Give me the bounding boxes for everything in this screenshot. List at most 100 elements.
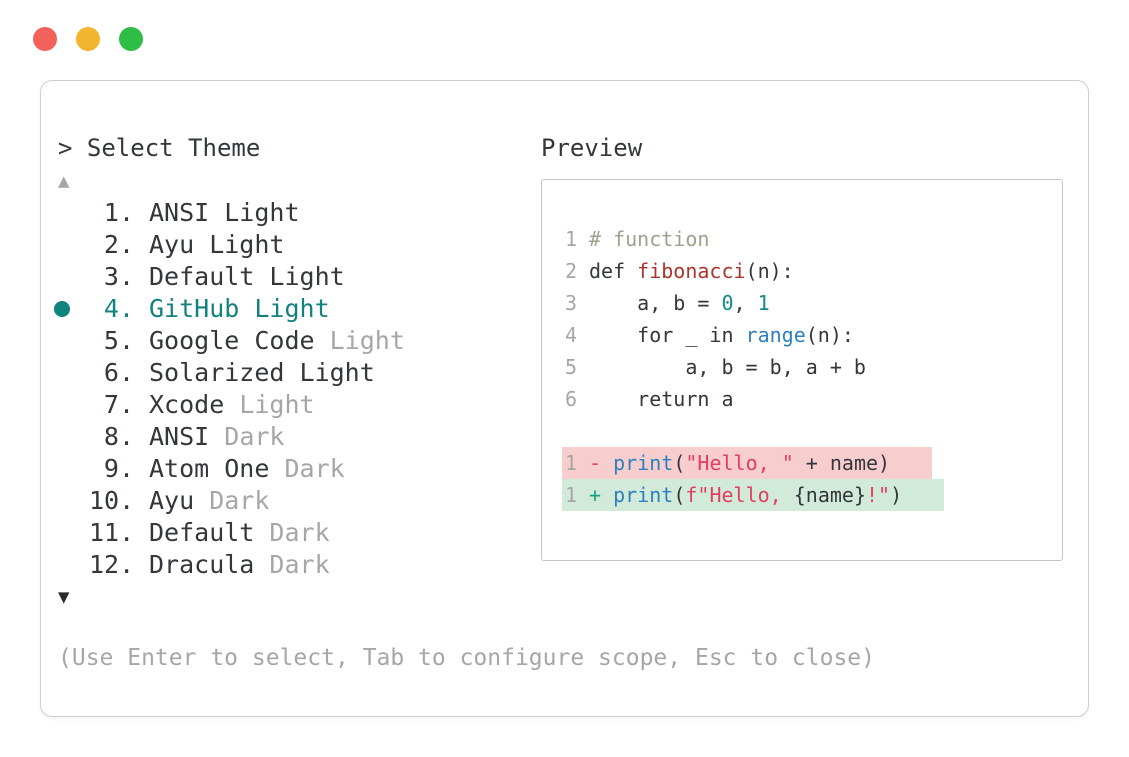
picker-title: > Select Theme bbox=[58, 134, 261, 162]
theme-list-item-solarized-light[interactable]: 6. Solarized Light bbox=[46, 357, 405, 389]
line-number: 1 bbox=[565, 483, 578, 507]
theme-name: Ayu Light bbox=[149, 230, 285, 259]
code-token: a, b = b, a + b bbox=[589, 355, 866, 379]
theme-list-item-ansi-light[interactable]: 1.ANSI Light bbox=[46, 197, 405, 229]
code-line: 6 return a bbox=[565, 383, 1062, 415]
code-token: (n): bbox=[745, 259, 794, 283]
preview-label: Preview bbox=[541, 134, 643, 162]
theme-name: Solarized Light bbox=[149, 358, 375, 387]
maximize-button[interactable] bbox=[119, 27, 143, 51]
code-token: "Hello, " bbox=[685, 451, 794, 475]
code-token: ) bbox=[890, 483, 903, 507]
code-token: # function bbox=[589, 227, 710, 251]
code-token: print bbox=[613, 483, 674, 507]
code-line: 3 a, b = 0, 1 bbox=[565, 287, 1062, 319]
theme-name: Default bbox=[149, 518, 255, 547]
theme-name-muted: Dark bbox=[254, 518, 330, 547]
code-token: {name} bbox=[793, 483, 866, 507]
theme-name: Google Code bbox=[149, 326, 315, 355]
theme-name-muted: Dark bbox=[209, 422, 285, 451]
theme-name: ANSI bbox=[149, 422, 210, 451]
line-number: 4 bbox=[565, 323, 578, 347]
theme-number: 11. bbox=[89, 518, 135, 547]
code-line: 4 for _ in range(n): bbox=[565, 319, 1062, 351]
theme-number: 8. bbox=[103, 422, 134, 451]
selected-bullet-icon bbox=[46, 293, 89, 325]
line-number: 3 bbox=[565, 291, 578, 315]
code-token: 0 bbox=[721, 291, 734, 315]
line-number: 6 bbox=[565, 387, 578, 411]
code-token: ( bbox=[673, 451, 686, 475]
theme-number: 10. bbox=[89, 486, 135, 515]
theme-list-item-xcode[interactable]: 7.Xcode Light bbox=[46, 389, 405, 421]
bullet-spacer bbox=[46, 197, 89, 229]
theme-list-item-default[interactable]: 11. Default Dark bbox=[46, 517, 405, 549]
theme-name-muted: Dark bbox=[194, 486, 270, 515]
code-line: 1 # function bbox=[565, 223, 1062, 255]
theme-number: 7. bbox=[103, 390, 134, 419]
bullet-spacer bbox=[46, 389, 89, 421]
code-token: - bbox=[589, 451, 614, 475]
code-token: !" bbox=[865, 483, 891, 507]
code-token: range bbox=[745, 323, 806, 347]
theme-name: Atom One bbox=[149, 454, 270, 483]
line-number: 5 bbox=[565, 355, 578, 379]
minimize-button[interactable] bbox=[76, 27, 100, 51]
theme-name: Default Light bbox=[149, 262, 345, 291]
theme-list-item-google-code[interactable]: 5.Google Code Light bbox=[46, 325, 405, 357]
bullet-spacer bbox=[46, 549, 89, 581]
bullet-spacer bbox=[46, 325, 89, 357]
theme-list-item-default-light[interactable]: 3. Default Light bbox=[46, 261, 405, 293]
diff-added-line: 1+ print(f"Hello, {name}!") bbox=[562, 479, 945, 511]
close-button[interactable] bbox=[33, 27, 57, 51]
theme-name: ANSI Light bbox=[149, 198, 300, 227]
window-traffic-lights bbox=[33, 27, 162, 55]
bullet-spacer bbox=[46, 453, 89, 485]
theme-number: 6. bbox=[103, 358, 134, 387]
theme-number: 9. bbox=[103, 454, 134, 483]
theme-name: Xcode bbox=[149, 390, 225, 419]
theme-number: 12. bbox=[89, 550, 135, 579]
code-token: + bbox=[589, 483, 614, 507]
theme-name: Ayu bbox=[149, 486, 195, 515]
theme-list-item-ayu[interactable]: 10. Ayu Dark bbox=[46, 485, 405, 517]
theme-name-muted: Dark bbox=[254, 550, 330, 579]
theme-number: 3. bbox=[103, 262, 134, 291]
theme-list-item-ansi[interactable]: 8. ANSI Dark bbox=[46, 421, 405, 453]
bullet-spacer bbox=[46, 261, 89, 293]
theme-number: 5. bbox=[103, 326, 134, 355]
theme-list-item-github-light[interactable]: 4.GitHub Light bbox=[46, 293, 405, 325]
keyboard-hints: (Use Enter to select, Tab to configure s… bbox=[58, 645, 875, 671]
theme-list-item-ayu-light[interactable]: 2. Ayu Light bbox=[46, 229, 405, 261]
diff-removed-line: 1- print("Hello, " + name) bbox=[562, 447, 933, 479]
line-number: 1 bbox=[565, 451, 578, 475]
theme-number: 4. bbox=[103, 294, 134, 323]
code-token: a, b = bbox=[589, 291, 722, 315]
theme-name-muted: Dark bbox=[269, 454, 345, 483]
bullet-spacer bbox=[46, 485, 89, 517]
code-token: + name) bbox=[793, 451, 891, 475]
scroll-down-arrow-icon[interactable]: ▼ bbox=[58, 586, 70, 608]
code-token: print bbox=[613, 451, 674, 475]
line-number: 1 bbox=[565, 227, 578, 251]
line-number: 2 bbox=[565, 259, 578, 283]
bullet-spacer bbox=[46, 357, 89, 389]
theme-list-item-dracula[interactable]: 12. Dracula Dark bbox=[46, 549, 405, 581]
theme-name: Dracula bbox=[149, 550, 255, 579]
code-token: (n): bbox=[805, 323, 854, 347]
code-line: 5 a, b = b, a + b bbox=[565, 351, 1062, 383]
code-token: fibonacci bbox=[637, 259, 746, 283]
code-token: for _ in bbox=[589, 323, 746, 347]
code-token: def bbox=[589, 259, 638, 283]
code-token: f"Hello, bbox=[685, 483, 794, 507]
code-token: , bbox=[733, 291, 758, 315]
bullet-spacer bbox=[46, 517, 89, 549]
theme-number: 2. bbox=[103, 230, 134, 259]
code-token: return a bbox=[589, 387, 734, 411]
theme-list-item-atom-one[interactable]: 9. Atom One Dark bbox=[46, 453, 405, 485]
scroll-up-arrow-icon[interactable]: ▲ bbox=[58, 170, 70, 192]
